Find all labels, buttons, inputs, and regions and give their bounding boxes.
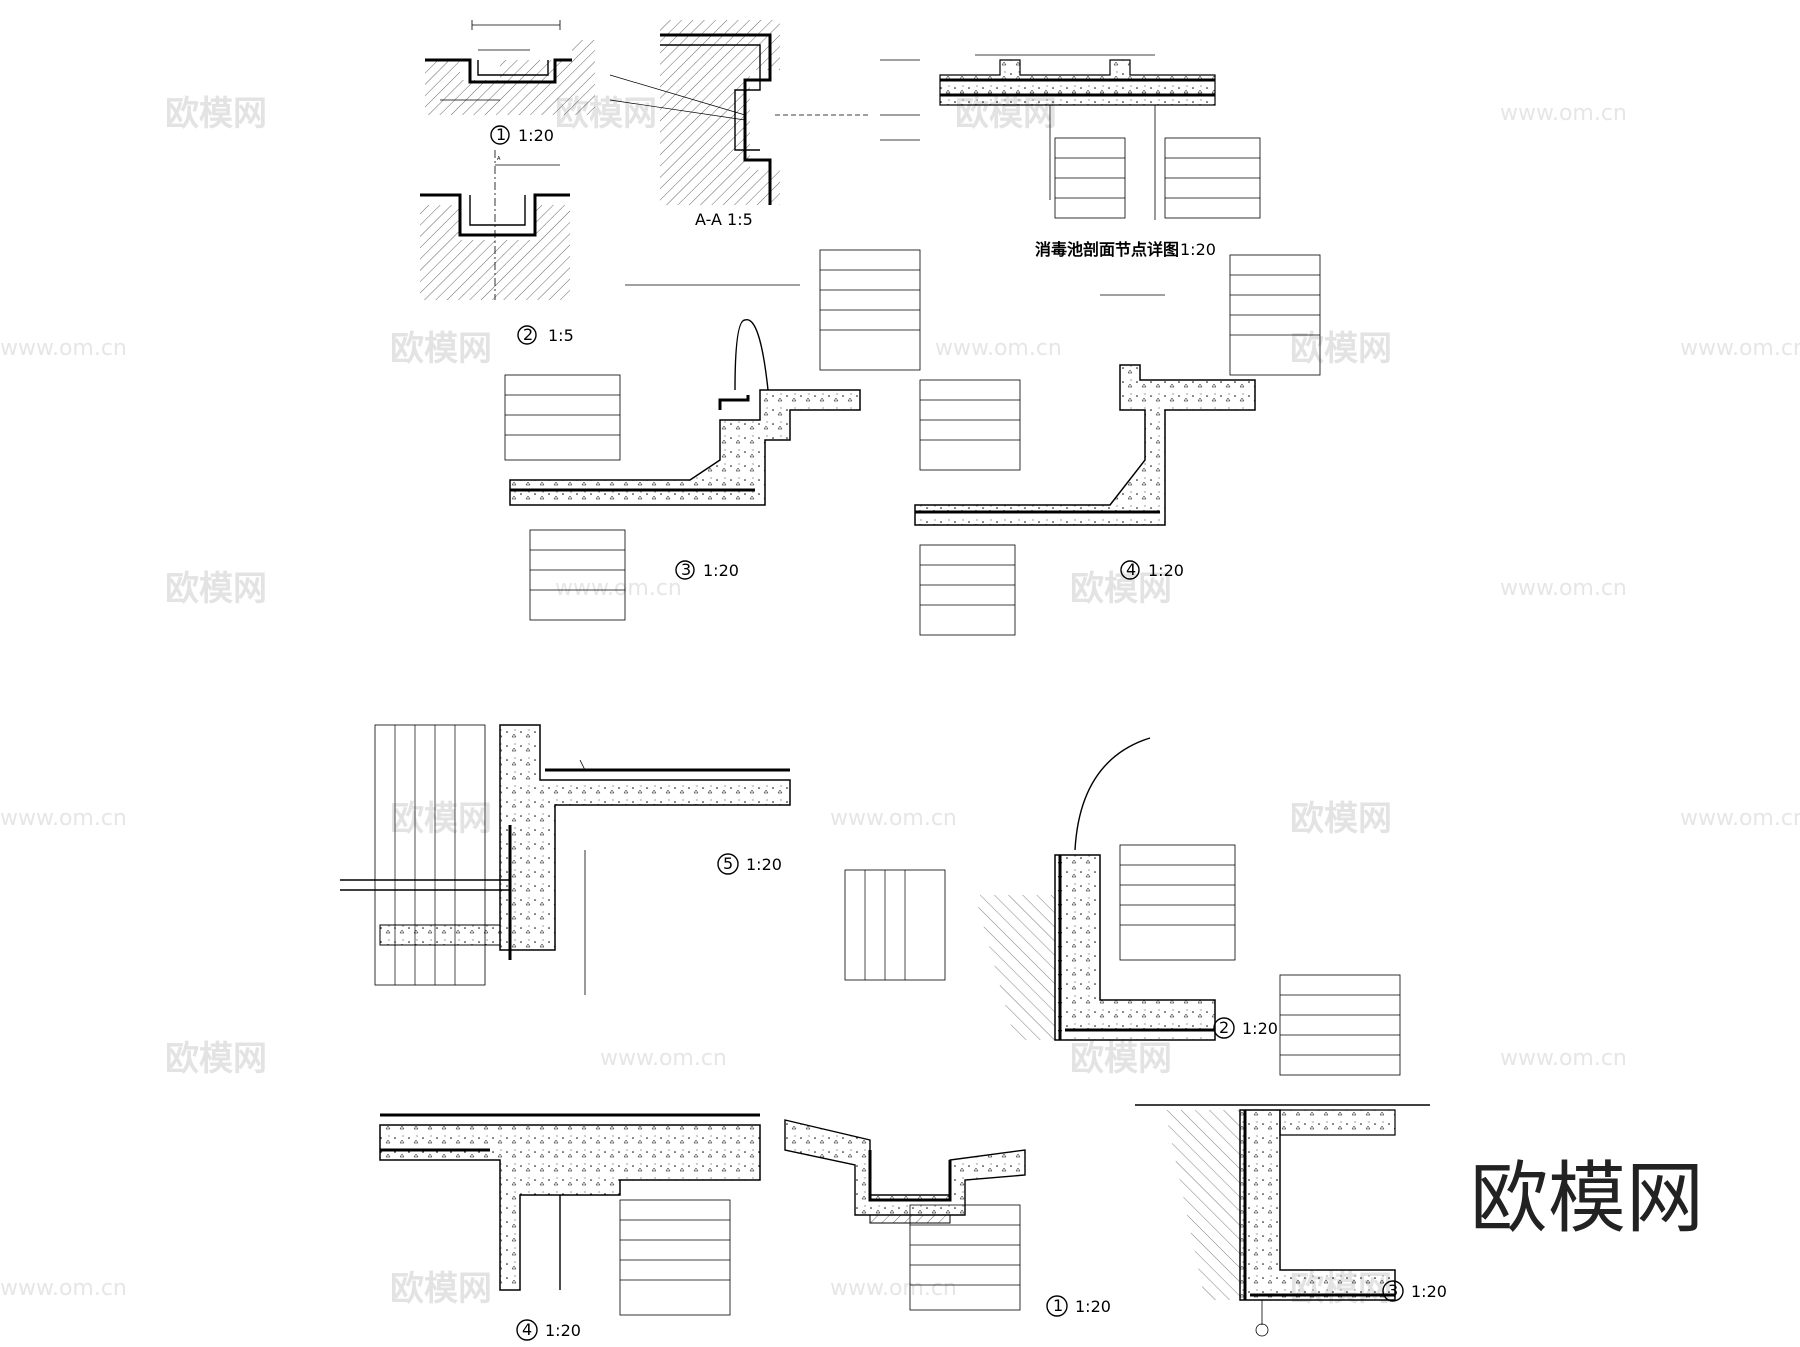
watermark-brand: 欧模网 xyxy=(390,329,492,369)
section-a-a-label: A-A 1:5 xyxy=(695,210,753,229)
watermark-site: www.om.cn xyxy=(1680,336,1800,361)
bottom-detail-1-label: 1 1:20 xyxy=(1046,1295,1111,1317)
detail-scale: 1:20 xyxy=(1148,561,1184,580)
bottom-detail-1-drawing xyxy=(784,1119,1026,1311)
watermark-site: www.om.cn xyxy=(1680,806,1800,831)
detail-number: 4 xyxy=(522,1320,532,1339)
detail-number: 2 xyxy=(523,325,533,344)
detail-scale: 1:20 xyxy=(518,126,554,145)
detail-number: 1 xyxy=(496,125,506,144)
watermark-site: www.om.cn xyxy=(0,806,127,831)
watermark-site: www.om.cn xyxy=(0,336,127,361)
watermark-brand: 欧模网 xyxy=(165,1039,267,1079)
watermark-site: www.om.cn xyxy=(830,1276,957,1301)
top-detail-1-drawing xyxy=(425,20,595,115)
detail-scale: 1:20 xyxy=(1411,1282,1447,1301)
top-detail-2-drawing: A xyxy=(420,150,570,300)
watermark-site: www.om.cn xyxy=(0,1276,127,1301)
watermark-brand: 欧模网 xyxy=(165,94,267,134)
watermark-site: www.om.cn xyxy=(1500,576,1627,601)
bottom-detail-5-drawing xyxy=(340,724,791,995)
detail-number: 4 xyxy=(1126,560,1136,579)
section-a-a-drawing xyxy=(609,20,920,205)
detail-scale: 1:20 xyxy=(746,855,782,874)
bottom-detail-5-label: 5 1:20 xyxy=(717,853,782,875)
detail-number: 3 xyxy=(681,560,691,579)
drawing-title-scale: 1:20 xyxy=(1180,240,1216,259)
bottom-detail-3-label: 3 1:20 xyxy=(1382,1280,1447,1302)
top-detail-4-label: 4 1:20 xyxy=(1120,560,1184,580)
watermark-brand: 欧模网 xyxy=(165,569,267,609)
watermark-site: www.om.cn xyxy=(555,576,682,601)
top-detail-3-drawing xyxy=(504,249,921,621)
corner-brand-logo: 欧模网 xyxy=(1470,1154,1704,1244)
bottom-detail-3-drawing xyxy=(1135,974,1430,1337)
watermark-brand: 欧模网 xyxy=(1290,799,1392,839)
watermark-brand: 欧模网 xyxy=(1070,1039,1172,1079)
detail-scale: 1:20 xyxy=(703,561,739,580)
watermark-site: www.om.cn xyxy=(1500,1046,1627,1071)
bottom-detail-4-label: 4 1:20 xyxy=(516,1319,581,1341)
top-detail-4-drawing xyxy=(914,254,1321,636)
drawing-title: 消毒池剖面节点详图 xyxy=(1035,240,1179,259)
detail-scale: 1:20 xyxy=(1242,1019,1278,1038)
detail-scale: 1:20 xyxy=(545,1321,581,1340)
detail-scale: 1:20 xyxy=(1075,1297,1111,1316)
detail-number: 5 xyxy=(723,854,733,873)
bottom-detail-2-drawing xyxy=(844,737,1236,1041)
watermark-site: www.om.cn xyxy=(830,806,957,831)
svg-text:A: A xyxy=(497,156,501,162)
watermark-brand: 欧模网 xyxy=(390,1269,492,1309)
top-detail-2-label: 2 1:5 xyxy=(517,325,574,345)
top-detail-1-label: 1 1:20 xyxy=(490,125,554,145)
bottom-detail-4-drawing xyxy=(379,1113,761,1316)
detail-number: 1 xyxy=(1053,1296,1063,1315)
watermark-brand: 欧模网 xyxy=(1290,329,1392,369)
detail-number: 2 xyxy=(1219,1018,1229,1037)
top-detail-3-label: 3 1:20 xyxy=(675,560,739,580)
pool-section-drawing xyxy=(939,54,1261,220)
watermark-site: www.om.cn xyxy=(1500,101,1627,126)
watermark-brand: 欧模网 xyxy=(1070,569,1172,609)
detail-number: 3 xyxy=(1388,1281,1398,1300)
watermark-site: www.om.cn xyxy=(935,336,1062,361)
watermark-site: www.om.cn xyxy=(600,1046,727,1071)
pool-section-title: 消毒池剖面节点详图 1:20 xyxy=(1035,240,1216,259)
detail-scale: 1:5 xyxy=(548,326,574,345)
watermark-brand: 欧模网 xyxy=(390,799,492,839)
bottom-detail-2-label: 2 1:20 xyxy=(1213,1017,1278,1039)
watermark-layer: 欧模网 欧模网 欧模网 www.om.cn www.om.cn 欧模网 www.… xyxy=(0,94,1800,1309)
